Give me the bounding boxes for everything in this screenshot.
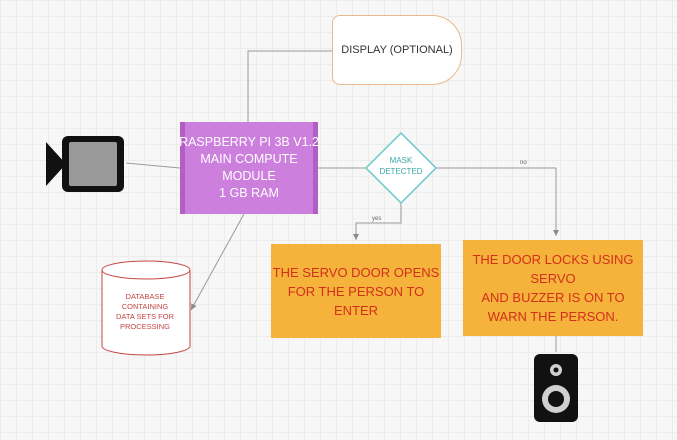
db-line-3: DATA SETS FOR (115, 312, 175, 321)
mask-decision-label: MASK DETECTED (366, 155, 436, 177)
mask-line-1: MASK (389, 156, 413, 165)
database-cylinder (101, 260, 191, 356)
mask-decision-diamond (364, 131, 438, 205)
door-lock-node: THE DOOR LOCKS USING SERVO AND BUZZER IS… (463, 240, 643, 336)
edge-label-yes: yes (372, 216, 382, 222)
edge-label-no: no (520, 160, 527, 166)
mask-line-2: DETECTED (379, 167, 423, 176)
lock-line-2: SERVO (530, 271, 576, 286)
rpi-line-4: 1 GB RAM (219, 186, 279, 200)
connector-rpi-database (190, 213, 245, 311)
connector-mask-servo (353, 203, 402, 240)
video-camera-icon (44, 132, 128, 201)
db-line-1: DATABASE (125, 292, 165, 301)
display-node: DISPLAY (OPTIONAL) (332, 15, 462, 85)
connector-camera-rpi (125, 162, 181, 169)
servo-open-node: THE SERVO DOOR OPENS FOR THE PERSON TO E… (271, 244, 441, 338)
lock-line-1: THE DOOR LOCKS USING (472, 252, 634, 267)
rpi-line-1: RASPBERRY PI 3B V1.2 (179, 135, 319, 149)
speaker-icon (532, 352, 580, 429)
servo-line-3: ENTER (333, 302, 379, 318)
servo-line-2: FOR THE PERSON TO (287, 283, 425, 299)
lock-line-4: WARN THE PERSON. (487, 309, 619, 324)
rpi-line-2: MAIN COMPUTE (200, 152, 298, 166)
connector-mask-lock (436, 167, 559, 236)
lock-line-3: AND BUZZER IS ON TO (481, 290, 625, 305)
rpi-line-3: MODULE (222, 169, 276, 183)
database-label: DATABASE CONTAINING DATA SETS FOR PROCES… (103, 292, 187, 332)
servo-line-1: THE SERVO DOOR OPENS (272, 264, 440, 280)
db-line-2: CONTAINING (121, 302, 169, 311)
display-label: DISPLAY (OPTIONAL) (341, 44, 453, 56)
db-line-4: PROCESSING (119, 322, 170, 331)
connector-rpi-display (247, 50, 332, 122)
raspberry-pi-node: RASPBERRY PI 3B V1.2 MAIN COMPUTE MODULE… (179, 122, 319, 214)
